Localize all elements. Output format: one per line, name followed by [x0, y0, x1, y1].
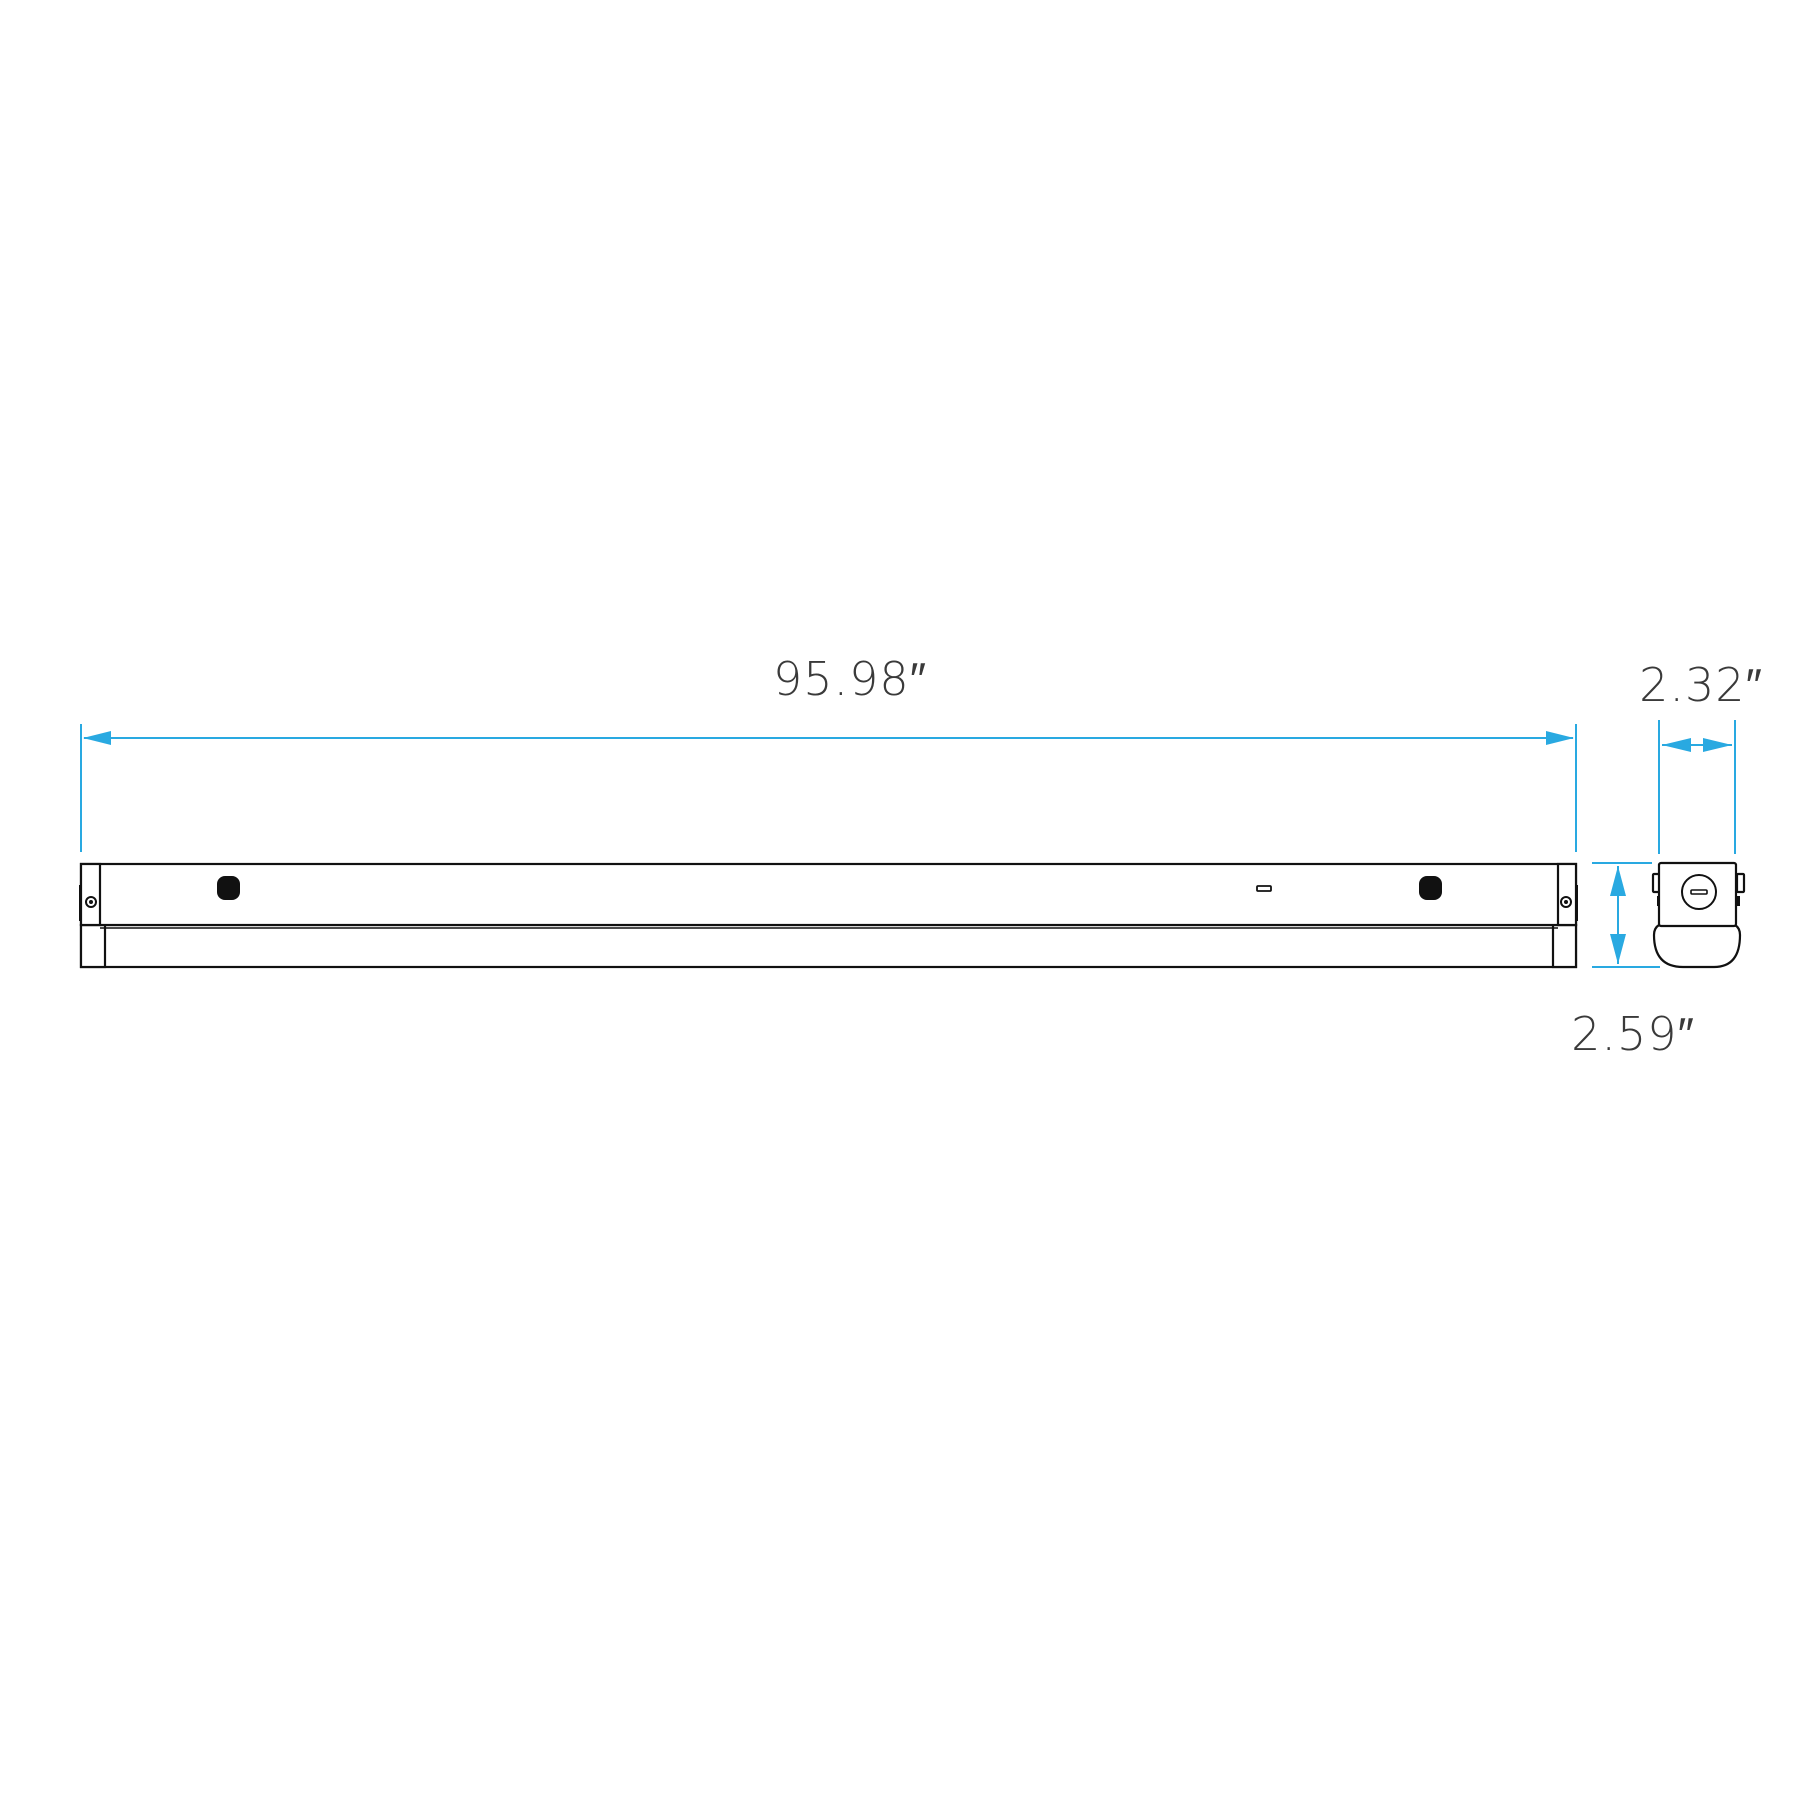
- slot-icon: [1256, 885, 1272, 892]
- lower-end-cap-right: [1551, 923, 1578, 969]
- width-dimension: 2.32″: [1639, 658, 1763, 854]
- screw-icon: [1560, 896, 1572, 908]
- fixture-side-view: [1651, 861, 1746, 969]
- lens-profile: [1652, 923, 1742, 969]
- knockout-icon: [1419, 876, 1442, 900]
- fixture-front-view: [79, 862, 1578, 969]
- end-cap-left: [79, 862, 102, 927]
- lens-body: [79, 923, 1578, 969]
- height-label: 2.59″: [1571, 1007, 1695, 1061]
- arrow-right-icon: [1546, 731, 1574, 745]
- end-cap-right: [1556, 862, 1578, 927]
- housing-body: [79, 862, 1578, 927]
- screw-icon: [85, 896, 97, 908]
- length-label: 95.98″: [773, 652, 927, 706]
- arrow-left-icon: [83, 731, 111, 745]
- length-dimension: 95.98″: [80, 652, 1577, 852]
- knockout-icon: [217, 876, 240, 900]
- lower-end-cap-left: [79, 923, 107, 969]
- height-dimension: 2.59″: [1571, 862, 1695, 1061]
- width-label: 2.32″: [1639, 658, 1763, 712]
